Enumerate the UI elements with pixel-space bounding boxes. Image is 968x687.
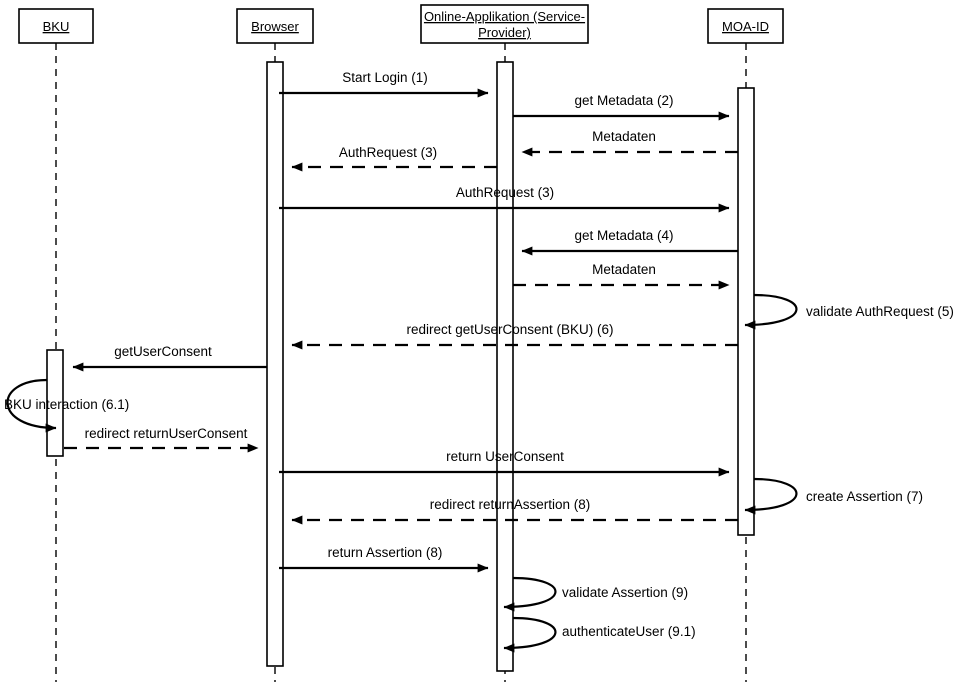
message-label-m1: Start Login (1) <box>342 70 428 85</box>
self-message-s3[interactable]: create Assertion (7) <box>744 477 923 515</box>
self-message-arrow-s3 <box>744 477 798 515</box>
self-message-s4[interactable]: validate Assertion (9) <box>503 576 688 612</box>
lifeline-header-box-moa-id[interactable] <box>707 8 784 44</box>
message-m11[interactable]: return UserConsent <box>279 449 730 477</box>
self-message-arrow-s4 <box>503 576 557 612</box>
lifelines-layer: BKU Browser Online-Applikation (Service-Pr… <box>18 4 784 682</box>
lifeline-moa-id[interactable]: MOA-ID <box>707 8 784 682</box>
message-m7[interactable]: Metadaten <box>513 262 730 290</box>
lifeline-bku[interactable]: BKU <box>18 8 94 682</box>
lifeline-label-bku: BKU <box>43 19 70 34</box>
self-message-arrow-s1 <box>744 293 798 330</box>
message-label-m3: Metadaten <box>592 129 656 144</box>
self-message-label-s3: create Assertion (7) <box>806 489 923 504</box>
self-message-label-s5: authenticateUser (9.1) <box>562 624 696 639</box>
message-m2[interactable]: get Metadata (2) <box>513 93 730 121</box>
message-label-m2: get Metadata (2) <box>574 93 673 108</box>
self-message-s1[interactable]: validate AuthRequest (5) <box>744 293 954 330</box>
message-label-m4: AuthRequest (3) <box>339 145 437 160</box>
message-label-m10: redirect returnUserConsent <box>85 426 248 441</box>
self-message-arrow-s2 <box>6 378 57 433</box>
message-label-m6: get Metadata (4) <box>574 228 673 243</box>
activation-bar-online-applikation[interactable] <box>496 61 514 672</box>
lifeline-header-box-browser[interactable] <box>236 8 314 44</box>
self-message-label-s1: validate AuthRequest (5) <box>806 304 954 319</box>
messages-layer: Start Login (1) get Metadata (2) Metadaten… <box>64 70 738 573</box>
message-m8[interactable]: redirect getUserConsent (BKU) (6) <box>291 322 738 350</box>
message-label-m9: getUserConsent <box>114 344 212 359</box>
message-m5[interactable]: AuthRequest (3) <box>279 185 730 213</box>
lifeline-label-online-applikation-line2: Provider) <box>478 25 531 40</box>
message-label-m8: redirect getUserConsent (BKU) (6) <box>406 322 613 337</box>
message-m9[interactable]: getUserConsent <box>72 344 267 372</box>
message-m4[interactable]: AuthRequest (3) <box>291 145 497 172</box>
lifeline-label-browser: Browser <box>251 19 299 34</box>
self-message-s5[interactable]: authenticateUser (9.1) <box>503 616 696 653</box>
message-label-m12: redirect returnAssertion (8) <box>430 497 591 512</box>
self-message-label-s4: validate Assertion (9) <box>562 585 688 600</box>
message-label-m13: return Assertion (8) <box>328 545 443 560</box>
message-m10[interactable]: redirect returnUserConsent <box>64 426 259 453</box>
lifeline-header-box-online-applikation[interactable] <box>420 4 589 44</box>
message-m6[interactable]: get Metadata (4) <box>521 228 738 256</box>
self-message-s2[interactable]: BKU interaction (6.1) <box>4 378 129 433</box>
lifeline-label-moa-id: MOA-ID <box>722 19 769 34</box>
message-m3[interactable]: Metadaten <box>521 129 738 157</box>
message-label-m11: return UserConsent <box>446 449 564 464</box>
lifeline-header-box-bku[interactable] <box>18 8 94 44</box>
lifeline-browser[interactable]: Browser <box>236 8 314 682</box>
message-label-m7: Metadaten <box>592 262 656 277</box>
message-m1[interactable]: Start Login (1) <box>279 70 489 98</box>
activation-bar-moa-id[interactable] <box>737 87 755 536</box>
self-message-label-s2: BKU interaction (6.1) <box>4 397 129 412</box>
message-m13[interactable]: return Assertion (8) <box>279 545 489 573</box>
message-m12[interactable]: redirect returnAssertion (8) <box>291 497 738 525</box>
message-label-m5: AuthRequest (3) <box>456 185 554 200</box>
activation-bar-browser[interactable] <box>266 61 284 667</box>
lifeline-online-applikation[interactable]: Online-Applikation (Service-Provider) <box>420 4 589 682</box>
self-message-arrow-s5 <box>503 616 557 653</box>
self-messages-layer: validate AuthRequest (5) BKU interaction … <box>4 293 954 653</box>
lifeline-label-online-applikation: Online-Applikation (Service- <box>424 9 585 24</box>
